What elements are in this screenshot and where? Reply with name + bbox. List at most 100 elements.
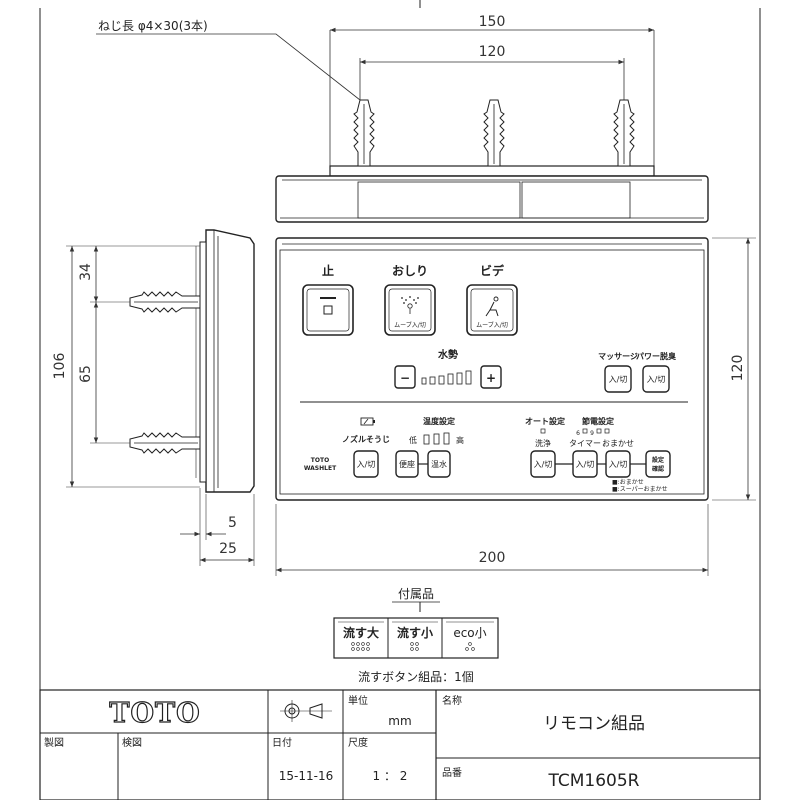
- omakase-button[interactable]: 入/切: [605, 450, 631, 478]
- label-bidet: ビデ: [480, 263, 505, 278]
- label-oshiri: おしり: [392, 264, 428, 278]
- label-six: 6: [576, 430, 580, 437]
- dim-side-height: 106: [52, 353, 68, 380]
- date-value: 15-11-16: [279, 769, 333, 783]
- minus-icon: −: [400, 371, 410, 385]
- name-value: リモコン組品: [543, 714, 645, 734]
- note-omakase: ■:おまかせ: [612, 479, 644, 486]
- power-deodor-button[interactable]: 入/切: [642, 365, 670, 393]
- brand-toto-small: TOTO: [311, 457, 329, 464]
- wall-anchor-right: [613, 99, 635, 167]
- label-massage: マッサージ: [598, 352, 638, 361]
- unit-label: 単位: [348, 694, 368, 707]
- omakase-lamp: [604, 428, 610, 434]
- scale-value: 1 ： 2: [373, 769, 408, 783]
- battery-icon: [360, 417, 375, 426]
- scale-label: 尺度: [348, 736, 368, 749]
- omakase-button-label: 入/切: [609, 460, 628, 469]
- timer-button-label: 入/切: [576, 460, 595, 469]
- label-wash: 洗浄: [535, 438, 551, 448]
- flush-button-set: [333, 617, 499, 659]
- dim-side-thin: 5: [228, 515, 237, 531]
- water-force-plus-button[interactable]: +: [480, 365, 502, 389]
- water-temp-button[interactable]: 温水: [427, 450, 451, 478]
- unit-value: mm: [388, 714, 411, 728]
- brand-washlet: WASHLET: [304, 465, 337, 472]
- label-low: 低: [409, 435, 417, 445]
- flush-large-dots-icon: [351, 642, 370, 651]
- seat-temp-button[interactable]: 便座: [395, 450, 419, 478]
- flush-eco-dots-icon: [465, 642, 475, 651]
- bidet-button[interactable]: ムーブ入/切: [466, 284, 518, 336]
- label-auto-setting: オート設定: [525, 416, 565, 426]
- oshiri-spray-icon: [401, 296, 419, 314]
- bidet-person-icon: [485, 296, 499, 317]
- label-timer: タイマー: [569, 439, 601, 448]
- top-view: 150 120 ねじ長 φ4×30(3本): [96, 14, 709, 223]
- partno-value: TCM1605R: [547, 771, 639, 791]
- accessories-title: 付属品: [398, 587, 434, 601]
- label-power-deodor: パワー脱臭: [636, 351, 676, 361]
- flush-small-label: 流す小: [397, 625, 433, 640]
- setting-confirm-button[interactable]: 設定 確認: [645, 450, 671, 478]
- timer-lamp-6: [582, 428, 588, 434]
- flush-small-button[interactable]: 流す小: [397, 625, 433, 651]
- dim-top-outer: 150: [479, 14, 506, 30]
- checked-label: 検図: [122, 736, 142, 749]
- setting-confirm-label-2: 確認: [652, 465, 664, 473]
- remote-body-top: [275, 175, 709, 223]
- label-stop: 止: [322, 263, 334, 278]
- label-nozzle-clean: ノズルそうじ: [342, 434, 390, 444]
- dim-side-upper: 34: [78, 263, 94, 281]
- dim-side-depth: 25: [219, 541, 237, 557]
- partno-label: 品番: [442, 767, 462, 779]
- stop-button[interactable]: [302, 284, 354, 336]
- projection-symbol-icon: [280, 700, 332, 722]
- dim-front-width: 200: [479, 550, 506, 566]
- setting-confirm-label-1: 設定: [652, 456, 664, 464]
- label-omakase: おまかせ: [602, 439, 634, 448]
- flush-small-dots-icon: [410, 642, 419, 651]
- name-label: 名称: [442, 694, 462, 707]
- nozzle-clean-button[interactable]: 入/切: [353, 450, 379, 478]
- flush-large-button[interactable]: 流す大: [343, 625, 379, 651]
- label-temp-setting: 温度設定: [423, 416, 455, 426]
- wall-anchor-left: [353, 99, 375, 167]
- accessories-caption: 流すボタン組品：1個: [358, 670, 474, 684]
- side-anchor-upper: [129, 291, 201, 313]
- timer-button[interactable]: 入/切: [572, 450, 598, 478]
- label-water-force: 水勢: [437, 348, 458, 361]
- remote-body-side: [205, 229, 255, 493]
- auto-indicator-lamp: [540, 428, 546, 434]
- accessories: 付属品 流す大 流す小 eco小: [333, 587, 499, 684]
- power-deodor-button-label: 入/切: [647, 375, 666, 384]
- flush-large-label: 流す大: [343, 625, 379, 640]
- water-force-minus-button[interactable]: −: [394, 365, 416, 389]
- bidet-move-label: ムーブ入/切: [476, 321, 508, 329]
- massage-button[interactable]: 入/切: [604, 365, 632, 393]
- water-temp-button-label: 温水: [431, 459, 447, 469]
- side-view: 34 106 65 5 25: [52, 229, 255, 566]
- title-block: TOTO 単位 mm 名称 リモコン組品 製図 検図 日付 15-11-16 尺…: [39, 689, 761, 800]
- label-nine: 9: [590, 430, 594, 437]
- side-anchor-lower: [129, 432, 201, 454]
- drawn-label: 製図: [44, 736, 64, 749]
- label-power-save-setting: 節電設定: [582, 416, 614, 426]
- seat-button-label: 便座: [399, 459, 415, 469]
- oshiri-button[interactable]: ムーブ入/切: [384, 284, 436, 336]
- note-super-omakase: ■:スーパーおまかせ: [612, 486, 668, 493]
- label-high: 高: [456, 435, 464, 445]
- dim-front-height: 120: [730, 355, 746, 382]
- screw-note: ねじ長 φ4×30(3本): [98, 19, 208, 33]
- toto-logo: TOTO: [109, 698, 200, 729]
- dim-side-pitch: 65: [78, 365, 94, 383]
- flush-eco-button[interactable]: eco小: [453, 626, 487, 651]
- temp-level-indicator: [423, 432, 450, 445]
- auto-wash-button-label: 入/切: [534, 460, 553, 469]
- flush-eco-label: eco小: [453, 626, 486, 640]
- date-label: 日付: [272, 736, 292, 749]
- massage-button-label: 入/切: [609, 375, 628, 384]
- plus-icon: +: [486, 371, 496, 385]
- auto-wash-button[interactable]: 入/切: [530, 450, 556, 478]
